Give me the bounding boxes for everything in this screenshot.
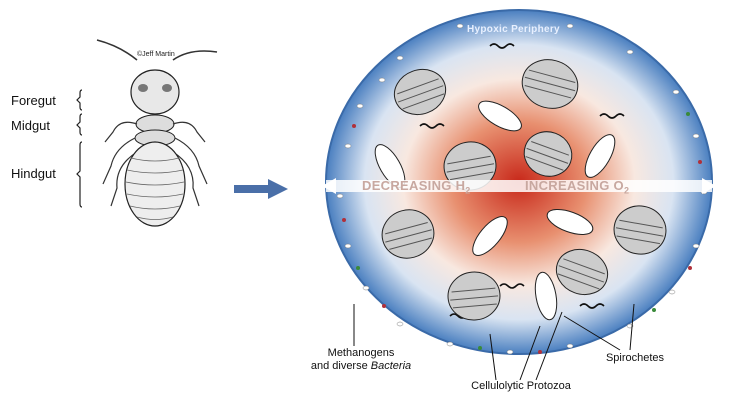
decreasing-h2-label: DECREASING H2 <box>362 178 471 196</box>
o2-subscript: 2 <box>624 186 629 196</box>
spirochetes-annotation: Spirochetes <box>595 352 675 365</box>
increasing-o2-text: INCREASING O <box>525 178 624 193</box>
region-brackets <box>76 88 96 213</box>
methanogens-line2-prefix: and diverse <box>311 360 371 372</box>
periphery-label: Hypoxic Periphery <box>467 24 560 35</box>
increasing-o2-label: INCREASING O2 <box>525 178 629 196</box>
methanogens-line2: and diverse Bacteria <box>306 360 416 373</box>
termite-illustration <box>75 38 235 228</box>
hindgut-label: Hindgut <box>11 166 56 181</box>
methanogens-line1: Methanogens <box>306 347 416 360</box>
right-arrow-icon <box>232 178 292 200</box>
decreasing-h2-text: DECREASING H <box>362 178 465 193</box>
bacteria-italic: Bacteria <box>371 360 411 372</box>
foregut-label: Foregut <box>11 93 56 108</box>
protozoa-annotation: Cellulolytic Protozoa <box>456 380 586 393</box>
gut-cross-section-diagram <box>300 6 736 404</box>
midgut-label: Midgut <box>11 118 50 133</box>
h2-subscript: 2 <box>465 186 470 196</box>
methanogens-annotation: Methanogens and diverse Bacteria <box>306 347 416 373</box>
